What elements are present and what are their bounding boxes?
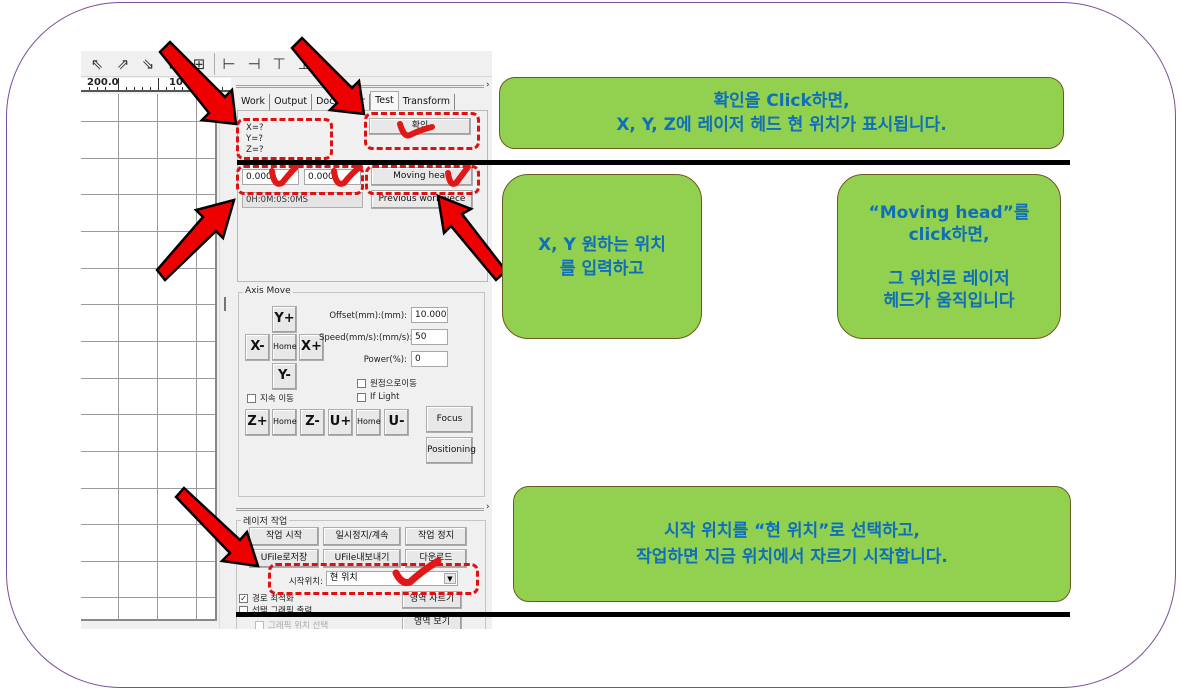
dock-arrow-icon[interactable]: ›: [486, 502, 490, 512]
arrow-icon: [290, 36, 366, 116]
dock-arrow-icon[interactable]: ›: [486, 80, 490, 90]
laser-work-title: 레이저 작업: [241, 514, 290, 527]
callout-confirm: 확인을 Click하면, X, Y, Z에 레이저 헤드 현 위치가 표시됩니다…: [499, 77, 1064, 149]
cut-area-button[interactable]: 영역 자르기: [402, 591, 462, 609]
divider-line: [236, 612, 1070, 617]
ruler-label: 200.0: [87, 77, 119, 88]
arrow-icon: [158, 40, 238, 126]
graphic-position-checkbox[interactable]: 그래픽 위치 선택: [255, 619, 328, 629]
tab-transform[interactable]: Transform: [399, 94, 456, 110]
tab-work[interactable]: Work: [237, 94, 271, 110]
u-plus-button[interactable]: U+: [328, 409, 353, 436]
tab-output[interactable]: Output: [270, 94, 313, 110]
x-minus-button[interactable]: X-: [245, 334, 270, 361]
align-left-edge-icon[interactable]: ⊢: [222, 55, 236, 73]
y-minus-button[interactable]: Y-: [272, 363, 297, 390]
work-canvas[interactable]: [81, 94, 217, 621]
x-plus-button[interactable]: X+: [299, 334, 324, 361]
move-to-origin-checkbox[interactable]: 원점으로이동: [357, 377, 417, 389]
align-top-left-icon[interactable]: ⇖: [90, 55, 104, 73]
axis-move-group: Axis Move Y+ X- Home X+ Y- Offset(mm):(m…: [238, 286, 485, 497]
splitter-grip-icon[interactable]: [224, 297, 226, 311]
start-position-select[interactable]: 현 위치 ▼: [326, 571, 458, 586]
confirm-button[interactable]: 확인: [369, 118, 471, 135]
align-right-edge-icon[interactable]: ⊣: [247, 55, 261, 73]
confirm-button-highlight: [364, 112, 480, 150]
stop-work-button[interactable]: 작업 정지: [405, 527, 467, 546]
position-readout: X=? Y=? Z=?: [246, 123, 263, 156]
continuous-move-checkbox[interactable]: 지속 이동: [247, 392, 294, 404]
z-minus-button[interactable]: Z-: [300, 409, 325, 436]
u-minus-button[interactable]: U-: [384, 409, 409, 436]
z-plus-button[interactable]: Z+: [245, 409, 270, 436]
checkmark-icon: [392, 557, 442, 587]
divider-line: [237, 160, 1070, 165]
checkmark-icon: [397, 121, 435, 139]
checkmark-icon: [445, 164, 471, 187]
callout-enter-xy: X, Y 원하는 위치 를 입력하고: [502, 174, 702, 339]
axis-move-title: Axis Move: [243, 286, 293, 296]
toolbar-separator: [214, 53, 215, 75]
u-home-button[interactable]: Home: [356, 409, 381, 436]
speed-input[interactable]: 50: [411, 329, 448, 345]
align-bottom-right-icon[interactable]: ⇘: [141, 55, 155, 73]
align-top-right-icon[interactable]: ⇗: [116, 55, 130, 73]
start-position-highlight: [268, 563, 479, 595]
pause-resume-button[interactable]: 일시정지/계속: [323, 527, 401, 546]
focus-button[interactable]: Focus: [426, 406, 473, 433]
dropdown-arrow-icon[interactable]: ▼: [444, 573, 456, 584]
arrow-icon: [436, 194, 508, 282]
dock-handle-2[interactable]: [236, 508, 484, 511]
callout-moving-head: “Moving head”를 click하면, 그 위치로 레이저 헤드가 움직…: [837, 174, 1061, 339]
xy-input-highlight: [236, 165, 364, 195]
checkmark-icon: [331, 164, 363, 187]
speed-label: Speed(mm/s):(mm/s):: [319, 333, 413, 343]
if-light-checkbox[interactable]: If Light: [357, 392, 399, 402]
power-input[interactable]: 0: [411, 351, 448, 367]
start-work-button[interactable]: 작업 시작: [249, 527, 319, 546]
laser-software-window: ⇖ ⇗ ⇘ ⇙ ⊞ ⊢ ⊣ ⊤ ⊥ 200.0 100.0: [81, 51, 492, 629]
z-home-button[interactable]: Home: [272, 409, 297, 436]
moving-head-highlight: [365, 165, 480, 195]
arrow-icon: [155, 198, 236, 282]
y-plus-button[interactable]: Y+: [272, 306, 297, 333]
test-tab-content: X=? Y=? Z=? 확인 0.000 0.000 Moving head 0…: [237, 110, 488, 282]
y-readout: Y=?: [246, 134, 263, 144]
tab-test[interactable]: Test: [370, 91, 399, 110]
z-readout: Z=?: [246, 145, 264, 155]
checkmark-icon: [269, 164, 299, 187]
path-optimize-checkbox[interactable]: ✓경로 최적화: [239, 593, 294, 604]
start-position-value: 현 위치: [330, 573, 358, 583]
start-position-label: 시작위치:: [288, 577, 323, 587]
xy-home-button[interactable]: Home: [272, 334, 297, 361]
callout-start-position: 시작 위치를 “현 위치”로 선택하고, 작업하면 지금 위치에서 자르기 시작…: [513, 486, 1071, 602]
power-label: Power(%):: [363, 355, 407, 365]
arrow-icon: [174, 486, 260, 568]
offset-label: Offset(mm):(mm):: [329, 311, 407, 321]
offset-input[interactable]: 10.000: [411, 307, 448, 323]
position-readout-highlight: [236, 118, 333, 160]
x-readout: X=?: [246, 123, 264, 133]
align-top-edge-icon[interactable]: ⊤: [272, 55, 286, 73]
positioning-button[interactable]: Positioning: [426, 437, 476, 464]
